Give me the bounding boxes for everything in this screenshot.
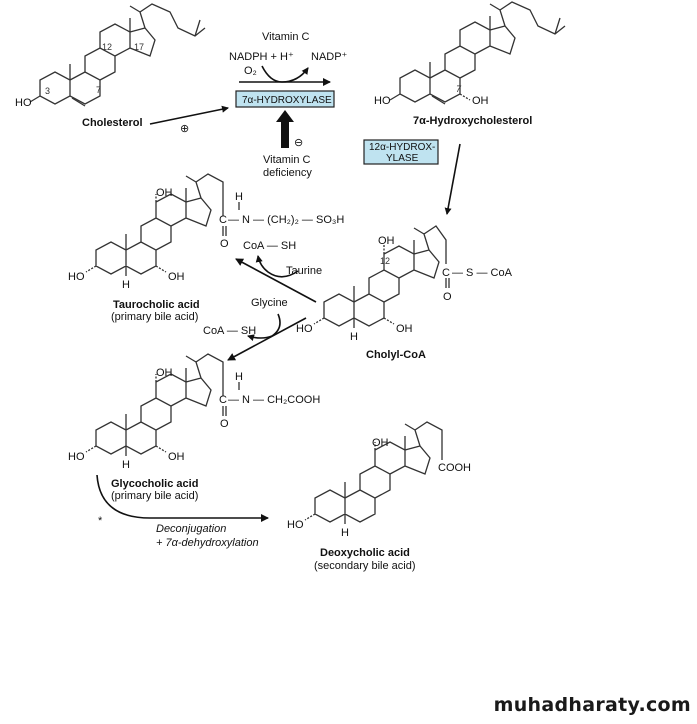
o2-label: O₂ <box>244 65 257 77</box>
locant-12: 12 <box>102 42 112 52</box>
deoxycholic-acid-type: (secondary bile acid) <box>314 560 416 572</box>
taurocholic-h: H <box>122 279 130 291</box>
glycocholic-amide-chain: — N — CH₂COOH <box>228 394 320 406</box>
deoxycholic-ho: HO <box>287 519 304 531</box>
cholyl-coa-h: H <box>350 331 358 343</box>
taurine-conjugation-arrow <box>235 258 317 303</box>
cholyl-coa-7-oh: OH <box>396 323 413 335</box>
to-cholyl-coa-arrow <box>444 143 461 215</box>
taurine-label: Taurine <box>286 265 322 277</box>
glycocholic-acid-label: Glycocholic acid <box>111 478 198 490</box>
deconjugation-arrow <box>96 474 269 522</box>
locant-7-hydroxy: 7 <box>456 84 462 94</box>
hydroxycholesterol-7-oh: OH <box>472 95 489 107</box>
hydroxycholesterol-label: 7α-Hydroxycholesterol <box>413 115 532 127</box>
vitamin-c-deficiency-line1: Vitamin C <box>263 154 311 166</box>
hydroxycholesterol-ho: HO <box>374 95 391 107</box>
deoxycholic-12-oh: OH <box>372 437 389 449</box>
glycocholic-acid-type: (primary bile acid) <box>111 490 198 502</box>
taurocholic-12-oh: OH <box>156 187 173 199</box>
cholesterol-structure: HO 3 7 12 17 Cholesterol <box>15 3 206 129</box>
nadp-label: NADP⁺ <box>311 51 348 63</box>
twelve-alpha-hydroxylase-line1: 12α-HYDROX- <box>369 142 435 153</box>
locant-7: 7 <box>96 85 101 95</box>
deoxycholic-cooh: COOH <box>438 462 471 474</box>
cholesterol-ho: HO <box>15 97 32 109</box>
glycocholic-ho: HO <box>68 451 85 463</box>
cholyl-coa-structure: OH 12 C — S — CoA O HO H OH Cholyl-CoA <box>296 225 513 361</box>
bacterial-asterisk: * <box>98 515 103 527</box>
taurocholic-7-oh: OH <box>168 271 185 283</box>
cholyl-coa-12-oh: OH <box>378 235 395 247</box>
taurocholic-acid-structure: OH C H — N — (CH₂)₂ — SO₃H O HO H OH Tau… <box>68 173 344 323</box>
locant-17: 17 <box>134 42 144 52</box>
taurocholic-amide-chain: — N — (CH₂)₂ — SO₃H <box>228 214 344 226</box>
cholesterol-label: Cholesterol <box>82 117 143 129</box>
glycocholic-12-oh: OH <box>156 367 173 379</box>
glycocholic-oxygen: O <box>220 418 229 430</box>
deoxycholic-h: H <box>341 527 349 539</box>
vitamin-c-label: Vitamin C <box>262 31 310 43</box>
glycine-coa-release-arrow <box>247 313 281 342</box>
taurocholic-carbon: C <box>219 214 227 226</box>
activation-plus-icon: ⊕ <box>180 123 189 135</box>
twelve-alpha-hydroxylase-box <box>363 139 439 165</box>
taurocholic-acid-type: (primary bile acid) <box>111 311 198 323</box>
locant-3: 3 <box>45 86 50 96</box>
taurocholic-acid-label: Taurocholic acid <box>113 299 200 311</box>
dehydroxylation-label: + 7α-dehydroxylation <box>156 537 259 549</box>
glycocholic-h: H <box>122 459 130 471</box>
glycocholic-7-oh: OH <box>168 451 185 463</box>
cofactor-curve-arrow <box>261 65 309 83</box>
cholyl-coa-oxygen: O <box>443 291 452 303</box>
nadph-label: NADPH + H⁺ <box>229 51 294 63</box>
cholyl-coa-ho: HO <box>296 323 313 335</box>
deoxycholic-acid-structure: OH COOH HO H Deoxycholic acid (secondary… <box>287 421 471 572</box>
coa-sh-glycine: CoA — SH <box>203 325 256 337</box>
taurocholic-ho: HO <box>68 271 85 283</box>
deoxycholic-acid-label: Deoxycholic acid <box>320 547 410 559</box>
glycocholic-nh-h: H <box>235 371 243 383</box>
inhibition-arrow <box>276 110 294 148</box>
inhibition-minus-icon: ⊖ <box>294 137 303 149</box>
deconjugation-label: Deconjugation <box>156 523 226 535</box>
glycocholic-carbon: C <box>219 394 227 406</box>
locant-12-cholyl: 12 <box>380 256 390 266</box>
watermark: muhadharaty.com <box>493 694 691 716</box>
coa-sh-taurine: CoA — SH <box>243 240 296 252</box>
seven-alpha-hydroxylase-label: 7α-HYDROXYLASE <box>242 95 332 106</box>
cholyl-coa-thioester: — S — CoA <box>452 267 513 279</box>
cholesterol-to-enzyme-arrow <box>149 105 229 125</box>
glycine-conjugation-arrow <box>227 317 307 361</box>
twelve-alpha-hydroxylase-line2: YLASE <box>386 153 419 164</box>
taurocholic-oxygen: O <box>220 238 229 250</box>
vitamin-c-deficiency-line2: deficiency <box>263 167 312 179</box>
glycine-label: Glycine <box>251 297 288 309</box>
seven-alpha-hydroxylase-step: Vitamin C NADPH + H⁺ NADP⁺ O₂ 7α-HYDROXY… <box>229 31 348 179</box>
taurocholic-nh-h: H <box>235 191 243 203</box>
taurine-coa-release-arrow <box>255 255 299 278</box>
cholyl-coa-label: Cholyl-CoA <box>366 349 426 361</box>
cholyl-coa-carbon: C <box>442 267 450 279</box>
glycocholic-acid-structure: OH C H — N — CH₂COOH O HO H OH Glycochol… <box>68 353 320 502</box>
seven-alpha-hydroxylase-box <box>235 90 335 108</box>
hydroxycholesterol-structure: HO OH 7 7α-Hydroxycholesterol <box>374 1 566 127</box>
